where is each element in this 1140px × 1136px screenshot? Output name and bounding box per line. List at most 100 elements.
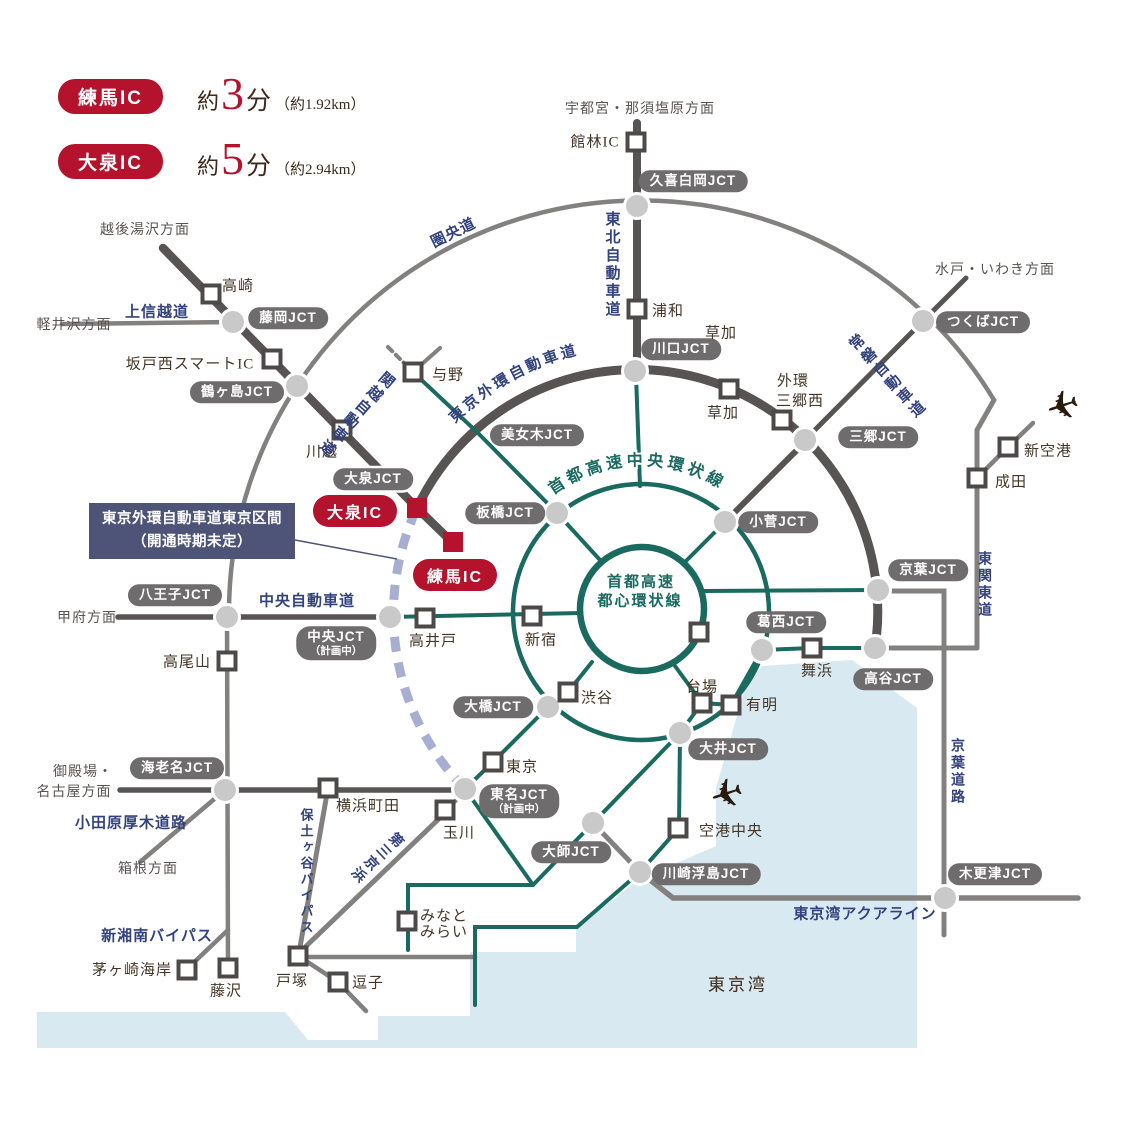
place-label: 東京湾 [708,975,768,995]
junction-circle [543,499,571,527]
ic-square [176,959,198,981]
place-label: 高尾山 [162,654,212,671]
place-label: 藤沢 [209,983,243,1000]
place-label: 高崎 [221,278,255,295]
junction-circle [451,775,479,803]
place-label: 舞浜 [800,663,834,680]
junction-circle [791,426,819,454]
place-label: 与野 [431,367,465,384]
ic-square [771,409,793,431]
direction-label: 水戸・いわき方面 [935,263,1055,278]
legend-row-oizumi: 大泉IC 約 5 分 （約2.94km） [58,136,365,182]
ic-square [396,910,418,932]
place-label: 成田 [994,474,1028,491]
jct-label: 美女木JCT [489,424,585,446]
ic-square [997,436,1019,458]
road-name-label: 上信越道 [124,303,190,321]
shuto-expressways [388,370,880,1007]
junction-circle [579,809,607,837]
road-name-label: 中央自動車道 [258,592,356,610]
junction-circle [621,357,649,385]
junction-circle [748,636,776,664]
tokyo-bay-water [37,660,917,1048]
ic-square [667,817,689,839]
ic-square [482,751,504,773]
jct-label: 小菅JCT [738,511,818,533]
ic-square [966,467,988,489]
ic-square [688,621,710,643]
place-label: 有明 [745,697,779,714]
place-label: 浦和 [651,303,685,320]
ic-square [327,971,349,993]
highlight-ic-square [443,532,463,552]
jct-label: 大橋JCT [453,696,533,718]
tokyo-bay-label: 東京湾 [708,975,768,995]
jct-label: 大井JCT [688,738,768,760]
place-label: 高井戸 [408,633,458,650]
notice-line2: （開通時期未定） [132,534,252,550]
jct-label: 板橋JCT [465,502,545,524]
tosin-ring-label-line1: 首都高速 [606,573,676,591]
junction-circle [219,308,247,336]
road-name-label: 保土ヶ谷バイパス [298,808,314,936]
jct-label: 大師JCT [531,841,611,863]
ic-square [691,692,713,714]
place-label: 坂戸西スマートIC [125,356,255,373]
nerima-ic-badge: 練馬IC [58,79,164,114]
gaikan-unopened-dashed-section [388,506,469,793]
jct-label: 三郷JCT [838,426,918,448]
junction-circle [623,192,651,220]
direction-label: 御殿場・ [53,765,113,780]
direction-label: 宇都宮・那須塩原方面 [565,102,715,117]
legend-row-nerima: 練馬IC 約 3 分 （約1.92km） [58,68,365,119]
ic-square [720,694,742,716]
junction-circle [213,603,241,631]
jct-label: 東名JCT（計画中） [479,784,559,818]
notice-pointer-line [294,539,398,560]
place-label: 横浜町田 [335,798,401,815]
notice-line1: 東京外環自動車道東京区間 [102,510,282,527]
jct-label: 川崎浮島JCT [651,863,761,885]
place-label: 三郷西 [775,393,825,410]
ic-square [718,378,740,400]
time-prefix: 約 [197,154,220,179]
road-name-label: 小田原厚木道路 [74,814,188,832]
ic-square [261,348,283,370]
place-label: 逗子 [351,975,385,992]
place-label: 東京 [505,759,539,776]
ic-square [287,945,309,967]
junction-circle [376,603,404,631]
place-label: 外環 [776,373,810,390]
road-name-label: 新湘南バイパス [101,927,213,945]
ic-square [331,419,353,441]
place-label: 玉川 [442,825,476,842]
jct-label: 木更津JCT [947,863,1043,885]
jct-label: 八王子JCT [127,584,223,606]
junction-circle [211,776,239,804]
jct-label: 久喜白岡JCT [638,170,748,192]
ic-square [414,607,436,629]
road-name-label: 東京湾アクアライン [793,905,937,923]
road-name-label: 京葉道路 [950,738,966,806]
jct-label-sub: （計画中） [492,802,546,815]
gaikan-notice-box: 東京外環自動車道東京区間 （開通時期未定） [89,503,295,559]
place-label: 戸塚 [275,973,309,990]
time-value: 3 [221,68,245,119]
ic-square [626,298,648,320]
jct-label: 大泉JCT [333,468,413,490]
place-label: 草加 [706,405,740,422]
jct-label: 藤岡JCT [248,307,328,329]
tosin-ring-label-line2: 都心環状線 [597,592,683,610]
junction-circle [861,634,889,662]
junction-circle [711,508,739,536]
junction-circle [931,884,959,912]
road-name-label: 東北自動車道 [603,211,621,319]
place-label: 空港中央 [698,823,764,840]
ic-square [557,681,579,703]
place-label: 新空港 [1023,443,1073,460]
direction-label: 軽井沢方面 [36,318,112,333]
ic-square [317,777,339,799]
junction-circle [283,372,311,400]
highlight-ic-square [407,498,427,518]
